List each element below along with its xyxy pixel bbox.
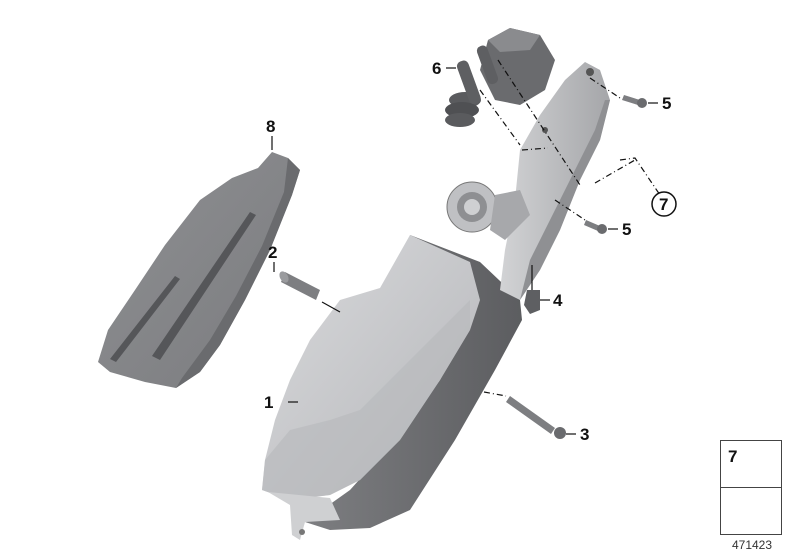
- part-1-cover: [262, 235, 522, 540]
- actuator-motor: [446, 181, 530, 240]
- callout-3: 3: [580, 425, 590, 444]
- legend-screw-cell: 7: [721, 441, 781, 488]
- reference-code: 471423: [731, 538, 773, 552]
- callout-5-lower: 5: [622, 220, 632, 239]
- part-8-plate: [98, 152, 300, 388]
- legend-box: 7: [720, 440, 782, 535]
- callout-1: 1: [264, 393, 274, 412]
- callout-2: 2: [268, 243, 278, 262]
- legend-number: 7: [728, 447, 738, 466]
- callout-7-circle: [651, 191, 677, 217]
- part-3-bolt: [506, 396, 566, 439]
- callout-7: 7: [659, 195, 669, 214]
- part-2-pin: [279, 271, 320, 300]
- part-4-clip: [524, 290, 540, 314]
- part-6-control-unit: [445, 28, 555, 127]
- callout-4: 4: [553, 291, 563, 310]
- callout-8: 8: [266, 117, 276, 136]
- part-5-screw-lower: [584, 220, 607, 234]
- part-5-screw-upper: [622, 95, 647, 108]
- callout-6: 6: [432, 59, 442, 78]
- leader-lines: [271, 59, 661, 435]
- callout-5-upper: 5: [662, 94, 672, 113]
